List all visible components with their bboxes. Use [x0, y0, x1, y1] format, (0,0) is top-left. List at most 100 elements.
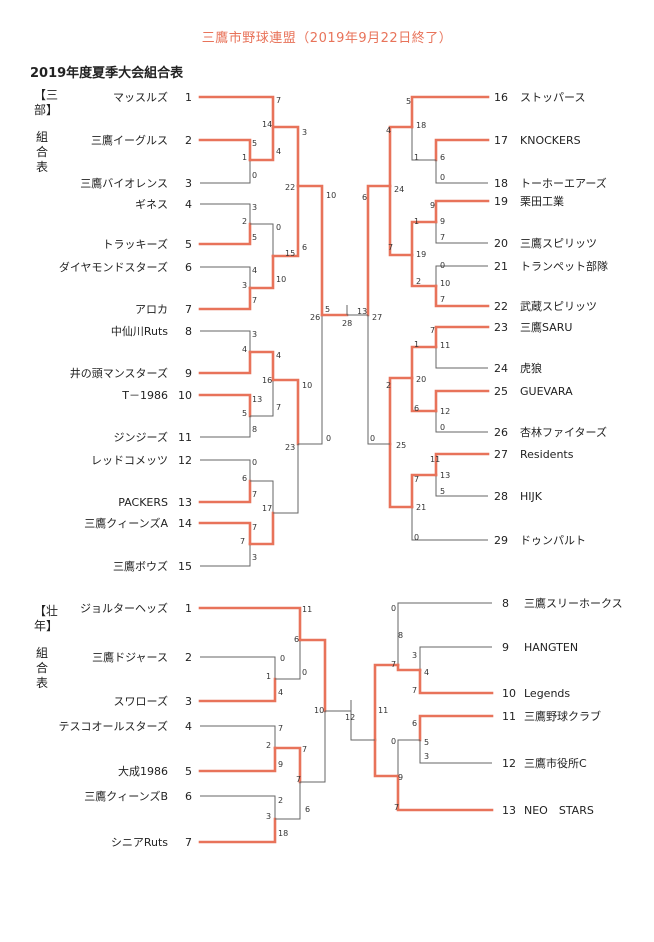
team-name: 大成1986 [118, 764, 168, 778]
team-name: NEO STARS [524, 804, 594, 817]
score-label: 10 [276, 275, 286, 284]
score-label: 2 [242, 217, 247, 226]
score-label: 4 [386, 126, 391, 135]
score-label: 18 [416, 121, 426, 130]
score-label: 6 [305, 805, 310, 814]
score-label: 22 [285, 183, 295, 192]
team-seed: 10 [502, 687, 516, 700]
score-label: 9 [278, 760, 283, 769]
score-label: 7 [440, 233, 445, 242]
score-label: 5 [406, 97, 411, 106]
team-seed: 10 [178, 389, 192, 402]
team-seed: 6 [185, 261, 192, 274]
team-name: Residents [520, 448, 574, 461]
score-label: 2 [278, 796, 283, 805]
score-label: 16 [262, 376, 272, 385]
score-label: 4 [252, 266, 257, 275]
bracket-line [435, 222, 488, 244]
score-label: 0 [302, 668, 307, 677]
score-label: 12 [440, 407, 450, 416]
team-seed: 6 [185, 790, 192, 803]
bracket-line [300, 711, 326, 783]
team-name: トランペット部隊 [520, 259, 608, 273]
bracket-line [298, 315, 323, 445]
team-name: トーホーエアーズ [520, 176, 607, 190]
score-label: 3 [252, 330, 257, 339]
bracket-line [397, 739, 420, 776]
score-label: 7 [414, 475, 419, 484]
winner-path-line [198, 138, 252, 162]
score-label: 13 [252, 395, 262, 404]
score-label: 5 [325, 305, 330, 314]
team-seed: 28 [494, 490, 508, 503]
score-label: 13 [357, 307, 367, 316]
team-name: HANGTEN [524, 641, 578, 654]
team-seed: 16 [494, 91, 508, 104]
bracket-line [397, 602, 492, 665]
bracket-line [200, 459, 251, 481]
bracket-line [200, 266, 251, 288]
score-label: 15 [285, 249, 295, 258]
score-label: 0 [414, 533, 419, 542]
bracket-line [435, 475, 488, 497]
score-label: 26 [310, 313, 320, 322]
team-name: ギネス [135, 198, 168, 211]
team-seed: 20 [494, 237, 508, 250]
winner-path-line [434, 284, 490, 308]
score-label: 7 [276, 403, 281, 412]
bracket-line [273, 444, 299, 514]
winner-path-line [434, 199, 490, 224]
winner-path-line [418, 714, 494, 742]
winner-path-line [373, 663, 400, 742]
sonen-division-suffix: 組合表 [35, 646, 48, 690]
winner-path-line [418, 668, 494, 695]
score-label: 1 [414, 217, 419, 226]
winner-path-line [198, 393, 252, 418]
team-seed: 12 [502, 757, 516, 770]
team-name: 三鷹SARU [520, 320, 572, 334]
team-name: 三鷹イーグルス [91, 133, 168, 147]
score-label: 20 [416, 375, 426, 384]
team-seed: 29 [494, 534, 508, 547]
score-label: 5 [252, 139, 257, 148]
team-seed: 9 [502, 641, 509, 654]
score-label: 4 [278, 688, 283, 697]
score-label: 12 [345, 713, 355, 722]
score-label: 6 [294, 635, 299, 644]
team-seed: 3 [185, 177, 192, 190]
winner-path-line [410, 473, 438, 509]
team-name: HIJK [520, 490, 543, 503]
score-label: 4 [276, 351, 281, 360]
winner-path-line [271, 378, 300, 446]
winner-path-line [388, 184, 414, 257]
score-label: 7 [252, 490, 257, 499]
winner-path-line [296, 184, 324, 317]
score-label: 3 [242, 281, 247, 290]
bracket-line [367, 315, 390, 445]
team-name: シニアRuts [111, 836, 168, 849]
score-label: 25 [396, 441, 406, 450]
score-label: 3 [412, 651, 417, 660]
winner-path-line [298, 638, 327, 713]
score-label: 8 [398, 631, 403, 640]
team-name: アロカ [135, 303, 168, 316]
score-label: 10 [314, 706, 324, 715]
bracket-line [435, 160, 488, 184]
score-label: 9 [440, 217, 445, 226]
team-seed: 2 [185, 651, 192, 664]
score-label: 4 [242, 345, 247, 354]
bracket-line [435, 265, 488, 286]
team-name: 栗田工業 [520, 195, 564, 208]
score-label: 19 [416, 250, 426, 259]
winner-path-line [271, 184, 300, 258]
team-name: スワローズ [114, 694, 168, 708]
score-label: 3 [252, 203, 257, 212]
winner-path-line [198, 479, 252, 504]
score-label: 6 [362, 193, 367, 202]
score-label: 6 [440, 153, 445, 162]
team-name: ダイヤモンドスターズ [59, 260, 168, 274]
score-label: 1 [414, 340, 419, 349]
score-label: 6 [242, 474, 247, 483]
score-label: 7 [276, 96, 281, 105]
score-label: 3 [266, 812, 271, 821]
